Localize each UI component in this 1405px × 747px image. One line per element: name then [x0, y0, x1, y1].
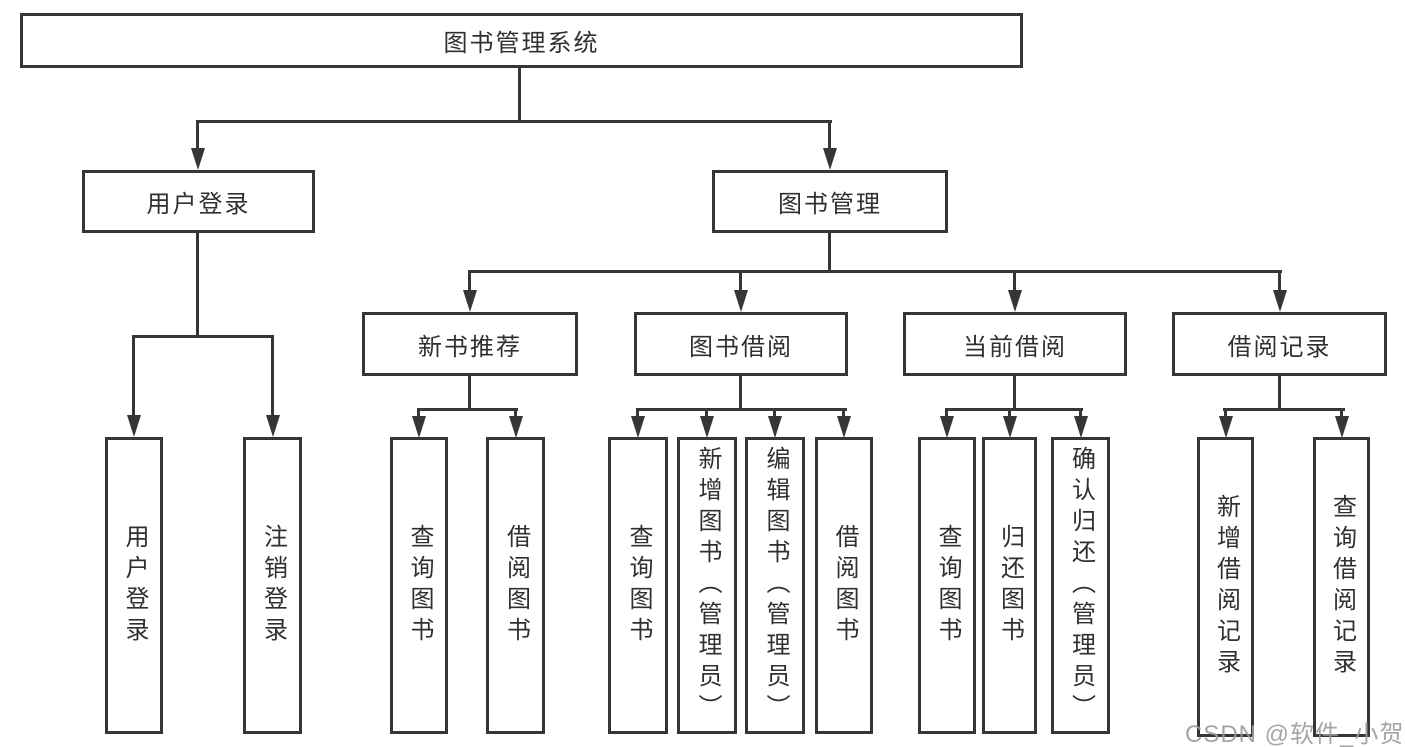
connector-currentborrow-shaft-1 — [945, 408, 948, 417]
arrow-down-icon — [127, 415, 141, 437]
leaf-bb-edit-books-admin-label: 编辑图书（管理员） — [762, 446, 789, 725]
connector-records-shaft-1 — [1224, 408, 1227, 417]
leaf-cb-return-books: 归还图书 — [982, 437, 1037, 734]
connector-records-stem — [1278, 376, 1281, 410]
node-user-login: 用户登录 — [82, 170, 315, 233]
connector-userlogin-bar — [132, 335, 274, 338]
arrow-down-icon — [1074, 416, 1088, 438]
connector-newbooks-bar — [417, 408, 518, 411]
arrow-down-icon — [1273, 290, 1287, 312]
connector-bookmgmt-shaft-1 — [468, 270, 471, 292]
arrow-down-icon — [1335, 416, 1349, 438]
connector-root-bookmgmt-shaft — [828, 120, 831, 151]
leaf-bb-edit-books-admin: 编辑图书（管理员） — [745, 437, 805, 734]
leaf-bb-add-books-admin-label: 新增图书（管理员） — [694, 446, 721, 725]
leaf-bb-query-books: 查询图书 — [608, 437, 668, 734]
leaf-br-add-record: 新增借阅记录 — [1197, 437, 1254, 737]
leaf-logout: 注销登录 — [243, 437, 302, 734]
node-new-book-recommend: 新书推荐 — [362, 312, 578, 376]
arrow-down-icon — [266, 415, 280, 437]
leaf-bb-query-books-label: 查询图书 — [625, 523, 652, 648]
connector-root-userlogin-shaft — [196, 120, 199, 151]
arrow-down-icon — [940, 416, 954, 438]
node-user-login-label: 用户登录 — [146, 191, 251, 218]
node-borrow-records-label: 借阅记录 — [1227, 333, 1332, 361]
leaf-cb-confirm-return-admin-label: 确认归还（管理员） — [1067, 446, 1095, 725]
connector-userlogin-shaft-2 — [271, 335, 274, 417]
connector-bookborrow-shaft-4 — [842, 408, 845, 417]
arrow-down-icon — [412, 416, 426, 438]
csdn-watermark: CSDN @软件_小贺同学 — [1185, 721, 1405, 747]
node-book-borrowing: 图书借阅 — [634, 312, 848, 376]
leaf-logout-label: 注销登录 — [259, 523, 287, 648]
leaf-nb-query-books: 查询图书 — [390, 437, 448, 734]
connector-records-bar — [1223, 408, 1345, 411]
arrow-down-icon — [463, 290, 477, 312]
connector-bookmgmt-shaft-2 — [739, 270, 742, 292]
leaf-cb-query-books: 查询图书 — [918, 437, 976, 734]
arrow-down-icon — [1003, 416, 1017, 438]
arrow-down-icon — [837, 416, 851, 438]
leaf-br-query-record: 查询借阅记录 — [1313, 437, 1370, 737]
leaf-br-add-record-label: 新增借阅记录 — [1212, 494, 1240, 680]
connector-currentborrow-bar — [945, 408, 1083, 411]
node-book-borrowing-label: 图书借阅 — [689, 333, 793, 361]
connector-records-shaft-2 — [1340, 408, 1343, 417]
connector-bookmgmt-bar — [468, 270, 1282, 273]
connector-newbooks-shaft-1 — [417, 408, 420, 417]
connector-root-stem — [518, 68, 521, 122]
leaf-br-query-record-label: 查询借阅记录 — [1328, 494, 1356, 680]
leaf-user-login-label: 用户登录 — [121, 523, 148, 648]
leaf-bb-add-books-admin: 新增图书（管理员） — [677, 437, 737, 734]
connector-bookborrow-shaft-3 — [773, 408, 776, 417]
arrow-down-icon — [509, 416, 523, 438]
node-root: 图书管理系统 — [20, 13, 1023, 68]
connector-userlogin-stem — [196, 233, 199, 338]
connector-bookborrow-stem — [739, 376, 742, 410]
leaf-user-login: 用户登录 — [105, 437, 163, 734]
arrow-down-icon — [768, 416, 782, 438]
leaf-cb-confirm-return-admin: 确认归还（管理员） — [1051, 437, 1110, 734]
leaf-bb-borrow-books: 借阅图书 — [815, 437, 873, 734]
leaf-cb-query-books-label: 查询图书 — [934, 523, 961, 648]
leaf-cb-return-books-label: 归还图书 — [996, 523, 1024, 648]
connector-newbooks-shaft-2 — [514, 408, 517, 417]
connector-userlogin-shaft-1 — [132, 335, 135, 417]
connector-currentborrow-shaft-2 — [1008, 408, 1011, 417]
node-new-book-recommend-label: 新书推荐 — [418, 333, 522, 361]
arrow-down-icon — [734, 290, 748, 312]
arrow-down-icon — [823, 148, 837, 170]
connector-bookborrow-bar — [636, 408, 847, 411]
leaf-nb-query-books-label: 查询图书 — [406, 523, 433, 648]
leaf-nb-borrow-books: 借阅图书 — [486, 437, 545, 734]
arrow-down-icon — [191, 148, 205, 170]
node-book-management-label: 图书管理 — [778, 191, 882, 218]
node-borrow-records: 借阅记录 — [1172, 312, 1387, 376]
node-current-borrowing: 当前借阅 — [903, 312, 1127, 376]
arrow-down-icon — [631, 416, 645, 438]
connector-root-bar — [196, 120, 832, 123]
connector-bookmgmt-stem — [828, 233, 831, 273]
node-book-management: 图书管理 — [712, 170, 948, 233]
node-root-label: 图书管理系统 — [443, 30, 600, 57]
arrow-down-icon — [700, 416, 714, 438]
connector-bookmgmt-shaft-3 — [1013, 270, 1016, 292]
connector-currentborrow-stem — [1013, 376, 1016, 410]
leaf-bb-borrow-books-label: 借阅图书 — [831, 523, 858, 648]
connector-currentborrow-shaft-3 — [1079, 408, 1082, 417]
connector-bookborrow-shaft-1 — [636, 408, 639, 417]
arrow-down-icon — [1008, 290, 1022, 312]
arrow-down-icon — [1219, 416, 1233, 438]
node-current-borrowing-label: 当前借阅 — [963, 333, 1067, 361]
connector-newbooks-stem — [468, 376, 471, 410]
connector-bookmgmt-shaft-4 — [1278, 270, 1281, 292]
connector-bookborrow-shaft-2 — [705, 408, 708, 417]
leaf-nb-borrow-books-label: 借阅图书 — [502, 523, 530, 648]
